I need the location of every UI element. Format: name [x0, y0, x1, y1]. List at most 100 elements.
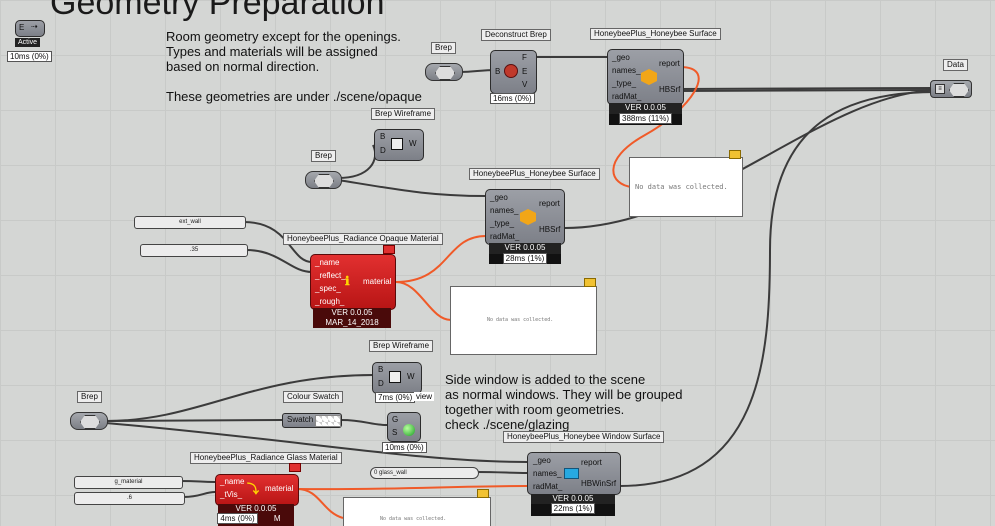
hbsurf1-input-type: _type_	[612, 79, 637, 88]
hbsurf1-label: HoneybeePlus_Honeybee Surface	[590, 28, 721, 40]
opaque-flag-icon	[383, 245, 395, 254]
toggle-time: 10ms (0%)	[7, 51, 52, 62]
toggle-e-label: E	[19, 23, 25, 32]
hbsurf1-input-geo: _geo	[612, 53, 630, 62]
glass-date-partial: M	[273, 514, 281, 523]
brep3-param[interactable]	[70, 412, 108, 430]
radiance-material-icon: ℹ	[345, 274, 350, 288]
hbsurf2-input-geo: _geo	[490, 193, 508, 202]
panel-no-data-2[interactable]: No data was collected.	[450, 286, 597, 355]
winsurf-input-names: names_	[533, 469, 562, 478]
opaque-input-reflect: _reflect_	[315, 271, 346, 280]
data-param[interactable]: ≡	[930, 80, 972, 98]
brep2-label: Brep	[311, 150, 336, 162]
winsurf-time: 22ms (1%)	[550, 503, 596, 514]
preview-time: 10ms (0%)	[382, 442, 427, 453]
glass-mat-label: HoneybeePlus_Radiance Glass Material	[190, 452, 342, 464]
hbsurf2-output-report: report	[539, 199, 560, 208]
hbsurf1-output-hbsrf: HBSrf	[659, 85, 681, 94]
param-g-material[interactable]: g_material	[74, 476, 183, 489]
preview-input-s: S	[392, 428, 398, 437]
opaque-mat-label: HoneybeePlus_Radiance Opaque Material	[283, 233, 443, 245]
preview-component[interactable]: G S	[387, 412, 421, 442]
deconstruct-label: Deconstruct Brep	[481, 29, 551, 41]
window-surface-component[interactable]: _geo names_ radMat_ report HBWinSrf	[527, 452, 621, 495]
glass-output-material: material	[265, 484, 294, 493]
glass-material-component[interactable]: _name _tVis_ material ⤵	[215, 474, 299, 506]
explode-icon	[504, 64, 518, 78]
glass-material-icon: ⤵	[247, 482, 260, 496]
hbsurf1-time-bar: 388ms (11%)	[609, 113, 682, 125]
wire1-component[interactable]: B D W	[374, 129, 424, 161]
cube-icon	[389, 371, 401, 383]
wire2-input-b: B	[378, 365, 384, 374]
data-label: Data	[943, 59, 968, 71]
winsurf-output-hbwinsrf: HBWinSrf	[581, 479, 617, 488]
param-tvis-text: .6	[126, 495, 132, 501]
hbsurf1-version: VER 0.0.05	[609, 103, 682, 114]
panel-no-data-1[interactable]: No data was collected.	[629, 157, 743, 217]
note-room-geometry: Room geometry except for the openings. T…	[166, 29, 422, 104]
swatch-label: Colour Swatch	[283, 391, 344, 403]
preview-input-g: G	[392, 415, 399, 424]
winsurf-output-report: report	[581, 458, 602, 467]
deconstruct-output-e: E	[522, 67, 528, 76]
brep2-param[interactable]	[305, 171, 342, 189]
deconstruct-brep-component[interactable]: B F E V	[490, 50, 537, 94]
brep3-label: Brep	[77, 391, 102, 403]
brep1-label: Brep	[431, 42, 456, 54]
wire1-input-b: B	[380, 132, 386, 141]
wire2-time: 7ms (0%)	[375, 392, 416, 403]
brep-hex-icon	[80, 415, 100, 429]
deconstruct-output-f: F	[522, 53, 527, 62]
glass-time: 4ms (0%)	[217, 513, 258, 524]
colour-swatch-component[interactable]: Swatch	[282, 413, 342, 428]
param-glass-wall[interactable]: 0 glass_wall	[370, 467, 479, 479]
opaque-date: MAR_14_2018	[313, 318, 391, 328]
brep-hex-icon	[435, 66, 455, 80]
hbsurf1-component[interactable]: _geo names_ _type_ radMat_ report HBSrf	[607, 49, 684, 105]
opaque-version: VER 0.0.05	[313, 308, 391, 318]
opaque-input-name: _name	[315, 258, 340, 267]
wire1-input-d: D	[380, 146, 386, 155]
honeybee-hex-icon	[641, 69, 657, 85]
brep1-param[interactable]	[425, 63, 463, 81]
panel-no-data-3[interactable]: No data was collected.	[343, 497, 491, 526]
panel-text: No data was collected.	[380, 516, 447, 522]
param-tvis-value[interactable]: .6	[74, 492, 185, 505]
toggle-component[interactable]: E ⇢	[15, 20, 45, 37]
panel-flag-icon	[729, 150, 741, 159]
panel-flag-icon	[477, 489, 489, 498]
winsurf-label: HoneybeePlus_Honeybee Window Surface	[503, 431, 665, 443]
swatch-color-box[interactable]	[315, 415, 341, 427]
deconstruct-input-b: B	[495, 67, 501, 76]
glass-flag-icon	[289, 463, 301, 472]
hbsurf2-input-type: _type_	[490, 219, 515, 228]
param-reflect-value[interactable]: .35	[140, 244, 248, 257]
page-title: Geometry Preparation	[50, 0, 385, 22]
wire2-component[interactable]: B D W	[372, 362, 422, 394]
opaque-input-spec: _spec_	[315, 284, 341, 293]
panel-text: No data was collected.	[635, 183, 728, 191]
swatch-name: Swatch	[287, 415, 314, 424]
preview-sphere-icon	[403, 424, 415, 436]
param-ext-wall[interactable]: ext_wall	[134, 216, 246, 229]
hbsurf2-input-names: names_	[490, 206, 519, 215]
hbsurf2-component[interactable]: _geo names_ _type_ radMat_ report HBSrf	[485, 189, 565, 245]
hbsurf1-output-report: report	[659, 59, 680, 68]
note-side-window: Side window is added to the scene as nor…	[445, 372, 683, 432]
opaque-input-rough: _rough_	[315, 297, 345, 306]
wire1-output-w: W	[409, 139, 417, 148]
hbsurf2-input-radmat: radMat_	[490, 232, 520, 241]
winsurf-version: VER 0.0.05	[531, 494, 615, 504]
honeybee-hex-icon	[520, 209, 536, 225]
opaque-material-component[interactable]: _name _reflect_ _spec_ _rough_ material …	[310, 254, 396, 310]
param-g-material-text: g_material	[114, 479, 143, 485]
wire1-label: Brep Wireframe	[371, 108, 436, 120]
toggle-active-label: Active	[15, 38, 41, 47]
glass-input-tvis: _tVis_	[220, 490, 243, 499]
hbsurf1-time: 388ms (11%)	[619, 113, 672, 124]
wire2-input-d: D	[378, 379, 384, 388]
hbsurf2-time-bar: 28ms (1%)	[489, 253, 561, 264]
